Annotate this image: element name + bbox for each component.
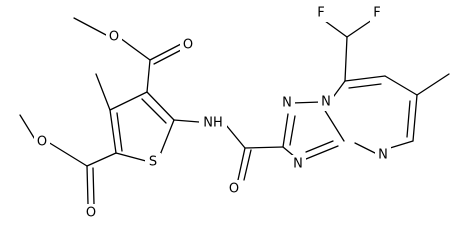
atom-n-pyrimidine: N xyxy=(375,146,391,164)
bond xyxy=(416,73,450,96)
atom-o-ethyl-ester-ether: O xyxy=(34,133,50,151)
bond xyxy=(119,37,151,61)
atom-n-triazole-upper: N xyxy=(279,94,295,112)
bond-layer xyxy=(19,17,450,205)
bond xyxy=(86,165,89,205)
bond xyxy=(344,36,348,82)
atom-label-background xyxy=(34,133,50,151)
bond xyxy=(305,145,339,160)
bond xyxy=(146,91,175,121)
atom-label-background xyxy=(199,114,227,132)
atom-label-n: N xyxy=(378,148,388,163)
atom-label-o: O xyxy=(37,135,47,150)
atom-label-background xyxy=(370,4,384,22)
bond xyxy=(159,119,175,156)
bond xyxy=(346,19,373,38)
bond xyxy=(384,75,418,96)
atom-label-background xyxy=(145,153,161,171)
atom-f-right: F xyxy=(370,4,384,22)
bond xyxy=(344,75,386,82)
atom-label-background xyxy=(106,28,122,46)
bond xyxy=(237,147,246,181)
atom-label-o: O xyxy=(229,182,239,197)
bond xyxy=(109,109,117,154)
bond xyxy=(73,17,109,37)
atom-label-layer: O O O O S NH O N xyxy=(34,4,391,222)
bond xyxy=(244,146,284,149)
bond xyxy=(282,113,289,148)
bond xyxy=(109,91,148,111)
bond xyxy=(173,119,200,123)
atom-label-background xyxy=(318,93,334,111)
atom-label-o: O xyxy=(109,30,119,45)
bond xyxy=(95,73,111,111)
bond xyxy=(243,149,252,181)
bond xyxy=(116,112,123,152)
bond xyxy=(323,108,345,142)
bond xyxy=(146,59,151,93)
bond xyxy=(149,43,182,61)
atom-label-f: F xyxy=(373,6,380,21)
bond xyxy=(115,152,147,162)
atom-n-bridgehead: N xyxy=(318,93,334,111)
atom-label-background xyxy=(180,36,196,54)
atom-nh-amide: NH xyxy=(199,114,227,132)
atom-label-f: F xyxy=(317,6,324,21)
atom-label-o: O xyxy=(183,38,193,53)
atom-label-background xyxy=(375,146,391,164)
chemical-structure-diagram: O O O O S NH O N xyxy=(19,4,450,222)
bond xyxy=(354,142,378,155)
atom-o-methyl-ester-carbonyl: O xyxy=(180,36,196,54)
atom-n-triazole-lower: N xyxy=(290,155,306,173)
atom-label-background xyxy=(83,204,99,222)
atom-label-s: S xyxy=(149,155,157,170)
atom-label-n: N xyxy=(293,157,303,172)
atom-label-n: N xyxy=(282,96,292,111)
bond xyxy=(406,100,411,138)
atom-f-left: F xyxy=(314,4,328,22)
atom-label-o: O xyxy=(86,206,96,221)
atom-label-background xyxy=(314,4,328,22)
atom-label-n: N xyxy=(321,95,331,110)
atom-label-nh: NH xyxy=(203,116,223,131)
bond xyxy=(225,124,246,149)
bond xyxy=(92,167,95,205)
atom-label-background xyxy=(226,180,242,198)
bond xyxy=(19,114,37,142)
atom-s-thiophene: S xyxy=(145,153,161,171)
bond xyxy=(291,101,322,104)
atom-o-methyl-ester-ether: O xyxy=(106,28,122,46)
atom-label-background xyxy=(279,94,295,112)
atom-o-ethyl-ester-carbonyl: O xyxy=(83,204,99,222)
bond xyxy=(348,83,382,89)
bond xyxy=(289,115,296,146)
bond xyxy=(412,94,418,142)
bond xyxy=(389,140,414,149)
bond xyxy=(86,152,117,167)
atom-o-amide-carbonyl: O xyxy=(226,180,242,198)
atom-label-background xyxy=(290,155,306,173)
bond xyxy=(305,140,334,153)
bond xyxy=(141,98,167,124)
bond xyxy=(47,141,88,167)
bond xyxy=(324,20,348,38)
bond xyxy=(153,48,184,65)
